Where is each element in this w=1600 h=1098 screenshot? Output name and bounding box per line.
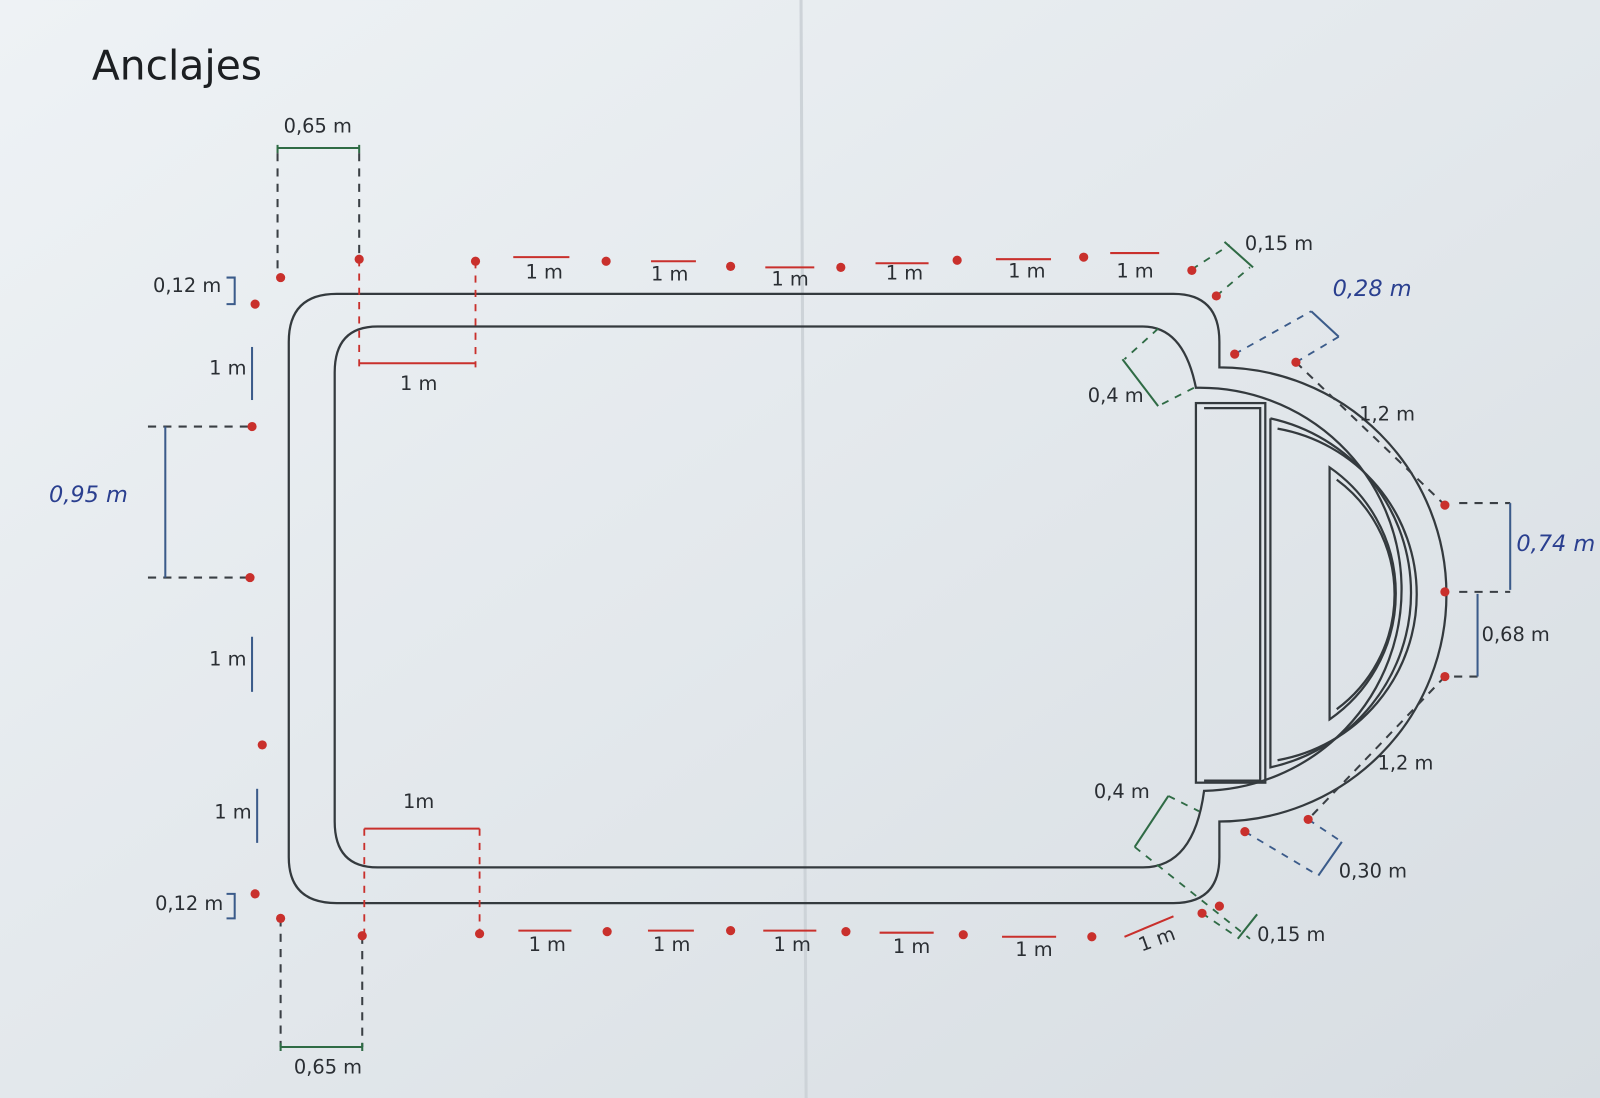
anchor-points [245, 252, 1450, 942]
corner-top-label: 0,15 m [1245, 232, 1313, 255]
bottom-width-label: 0,65 m [294, 1055, 362, 1078]
top-left-dimensions: 0,65 m 1 m 0,12 m 1 m 0,95 m 1 m 1 m [49, 115, 477, 843]
anchor-point [276, 913, 286, 923]
top-width-label: 0,65 m [284, 115, 352, 138]
anchor-point [952, 255, 962, 265]
anchor-point [250, 889, 260, 899]
anchor-point [354, 254, 364, 264]
anchor-point [726, 261, 736, 271]
inner-top-label: 1 m [400, 372, 437, 395]
anchor-point [726, 926, 736, 936]
top-spacing-label: 1 m [1116, 260, 1153, 283]
top-spacing-label: 1 m [651, 263, 688, 286]
left-1m-c-label: 1 m [214, 800, 251, 823]
anchor-point [357, 931, 367, 941]
anchor-point [475, 929, 485, 939]
anchor-point [841, 927, 851, 937]
bottom-spacing-label: 1 m [529, 933, 566, 956]
anchor-point [958, 930, 968, 940]
arc-bottom-label: 1,2 m [1378, 751, 1434, 774]
arc-top-label: 1,2 m [1359, 402, 1415, 425]
anchor-point [1291, 357, 1301, 367]
offset-bottom-left-label: 0,12 m [155, 892, 223, 915]
anchor-point [257, 740, 267, 750]
anchor-point [276, 272, 286, 283]
left-gap-label: 0,95 m [49, 482, 128, 508]
bottom-spacing-label: 1 m [773, 933, 810, 956]
anchor-point [1197, 908, 1207, 918]
anchor-point [1087, 932, 1097, 942]
right-gap-label: 0,74 m [1516, 531, 1595, 557]
diagram-title: Anclajes [92, 42, 262, 90]
pool-outline [287, 292, 1448, 905]
bottom-spacing-label: 1 m [893, 935, 930, 958]
left-1m-a-label: 1 m [209, 357, 246, 380]
anchor-point [1187, 265, 1197, 276]
top-spacing-label: 1 m [771, 268, 808, 291]
top-spacing-label: 1 m [526, 261, 563, 284]
offset-top-left-label: 0,12 m [153, 274, 221, 297]
top-spacing-label: 1 m [1008, 260, 1045, 283]
anchor-point [1440, 671, 1450, 682]
anchor-point [602, 927, 612, 937]
diag-bottom-label: 0,4 m [1094, 780, 1150, 803]
bottom-spacings: 1 m 1 m 1 m 1 m 1 m 1 m [518, 915, 1178, 961]
diag-top-label: 0,4 m [1088, 384, 1144, 407]
bottom-left-dimensions: 0,12 m 0,65 m 1m [155, 790, 481, 1078]
anchor-point [601, 256, 611, 266]
anchor-point [250, 299, 260, 309]
arc-offset-bottom-label: 0,30 m [1339, 860, 1407, 883]
anchor-point [1303, 814, 1313, 824]
anchor-point [836, 262, 846, 272]
top-spacings: 1 m 1 m 1 m 1 m 1 m 1 m [513, 252, 1160, 291]
anchor-point [245, 572, 255, 583]
anchor-point [1214, 901, 1224, 911]
anchor-point [247, 421, 257, 432]
right-lower-label: 0,68 m [1482, 623, 1550, 646]
top-spacing-label: 1 m [886, 262, 923, 285]
anchor-point [1079, 252, 1089, 262]
anchor-point [1440, 587, 1450, 597]
corner-bottom-label: 0,15 m [1257, 923, 1325, 946]
anchor-point [1230, 349, 1240, 359]
anchor-point [1240, 827, 1250, 837]
right-dimensions: 0,15 m 0,4 m 0,28 m 1,2 m 0,74 m 0,68 m … [1088, 232, 1596, 946]
arc-offset-top-label: 0,28 m [1333, 276, 1412, 302]
anchor-point [1440, 500, 1450, 510]
left-1m-b-label: 1 m [209, 647, 246, 670]
anchor-point [470, 256, 481, 266]
bottom-spacing-label: 1 m [1015, 938, 1052, 961]
paper-fold [799, 0, 808, 1098]
bottom-spacing-label: 1 m [653, 933, 690, 956]
inner-bottom-label: 1m [403, 790, 434, 813]
anchor-point [1211, 291, 1221, 301]
